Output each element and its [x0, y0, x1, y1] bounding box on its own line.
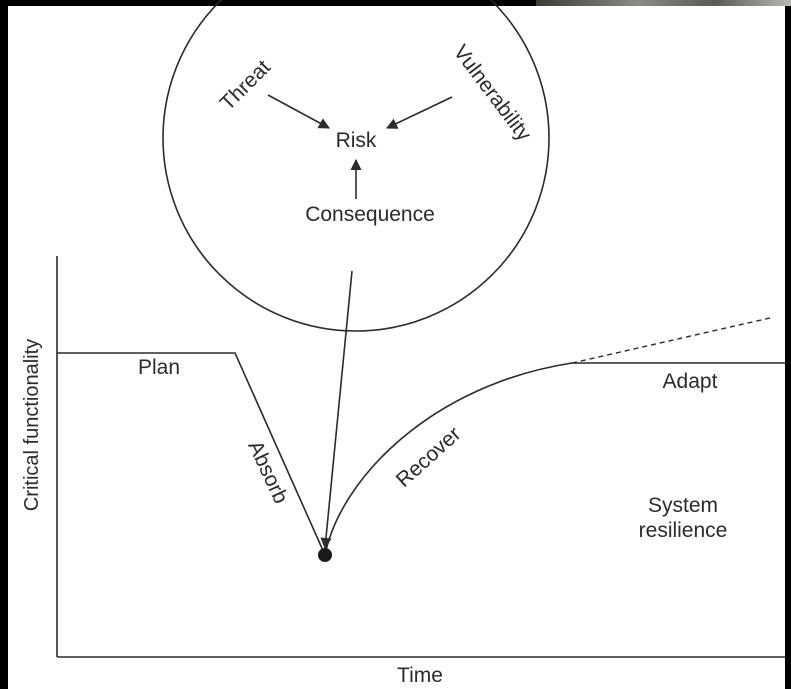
- y-axis-label: Critical functionality: [21, 339, 43, 511]
- absorb-label: Absorb: [243, 437, 292, 507]
- recover-label: Recover: [392, 422, 466, 491]
- plan-label: Plan: [138, 356, 180, 379]
- adapt-label: Adapt: [663, 370, 718, 393]
- threat-label: Threat: [216, 56, 275, 115]
- risk-circle: [162, 0, 550, 332]
- resilience-label: resilience: [639, 519, 728, 542]
- vulnerability-to-risk-arrow: [385, 96, 453, 129]
- trough-point: [318, 548, 332, 562]
- adaptation-dashed-line: [571, 317, 771, 364]
- risk-label: Risk: [336, 129, 377, 152]
- system-label: System: [648, 494, 718, 517]
- vulnerability-label: Vulnerability: [449, 41, 536, 146]
- circle-to-trough-arrow: [320, 270, 353, 550]
- consequence-label: Consequence: [305, 203, 435, 226]
- threat-to-risk-arrow: [267, 94, 330, 129]
- x-axis-label: Time: [397, 664, 443, 687]
- resilience-curve: [57, 352, 785, 558]
- corner-photo-fragment: [536, 0, 791, 6]
